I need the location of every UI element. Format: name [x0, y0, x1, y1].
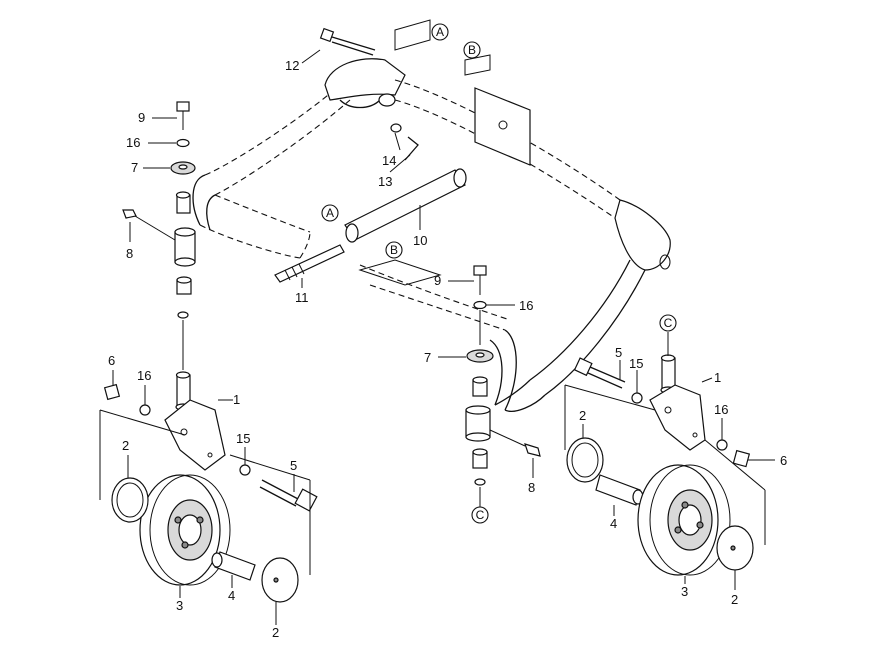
callout-11: 11 [295, 290, 309, 305]
ref-b-top: B [463, 41, 481, 59]
callout-2: 2 [272, 625, 279, 640]
callout-2: 2 [122, 438, 129, 453]
ref-a-top: A [431, 23, 449, 41]
callout-1: 1 [714, 370, 721, 385]
mower-frame [192, 58, 671, 412]
callout-2: 2 [579, 408, 586, 423]
callout-14: 14 [382, 153, 396, 168]
callout-6: 6 [108, 353, 115, 368]
svg-text:B: B [390, 243, 398, 257]
svg-text:A: A [436, 25, 444, 39]
callout-7: 7 [424, 350, 431, 365]
left-caster [99, 101, 318, 603]
callout-9: 9 [434, 273, 441, 288]
callout-15: 15 [629, 356, 643, 371]
callout-8: 8 [528, 480, 535, 495]
right-caster [465, 265, 766, 576]
svg-text:B: B [468, 43, 476, 57]
pivot-bolt [319, 27, 419, 161]
callout-16: 16 [126, 135, 140, 150]
callout-9: 9 [138, 110, 145, 125]
svg-text:A: A [326, 206, 334, 220]
ref-b-handle: B [385, 241, 403, 259]
callout-labels: 9 16 7 8 6 16 1 2 15 5 3 4 2 12 14 13 10… [108, 58, 787, 640]
ref-c-bottom: C [471, 506, 489, 524]
handle-tube [274, 168, 467, 283]
reference-letters: A B A B C C [321, 23, 677, 524]
ref-a-handle: A [321, 204, 339, 222]
svg-text:C: C [476, 508, 485, 522]
callout-5: 5 [290, 458, 297, 473]
svg-text:C: C [664, 316, 673, 330]
callout-3: 3 [681, 584, 688, 599]
callout-4: 4 [228, 588, 235, 603]
callout-10: 10 [413, 233, 427, 248]
ref-c-right: C [659, 314, 677, 332]
callout-1: 1 [233, 392, 240, 407]
callout-13: 13 [378, 174, 392, 189]
callout-15: 15 [236, 431, 250, 446]
callout-7: 7 [131, 160, 138, 175]
callout-5: 5 [615, 345, 622, 360]
callout-2: 2 [731, 592, 738, 607]
callout-16: 16 [137, 368, 151, 383]
callout-8: 8 [126, 246, 133, 261]
callout-6: 6 [780, 453, 787, 468]
callout-3: 3 [176, 598, 183, 613]
callout-16: 16 [714, 402, 728, 417]
reference-marks [358, 19, 531, 286]
callout-12: 12 [285, 58, 299, 73]
callout-4: 4 [610, 516, 617, 531]
callout-16: 16 [519, 298, 533, 313]
leader-lines [112, 49, 775, 625]
